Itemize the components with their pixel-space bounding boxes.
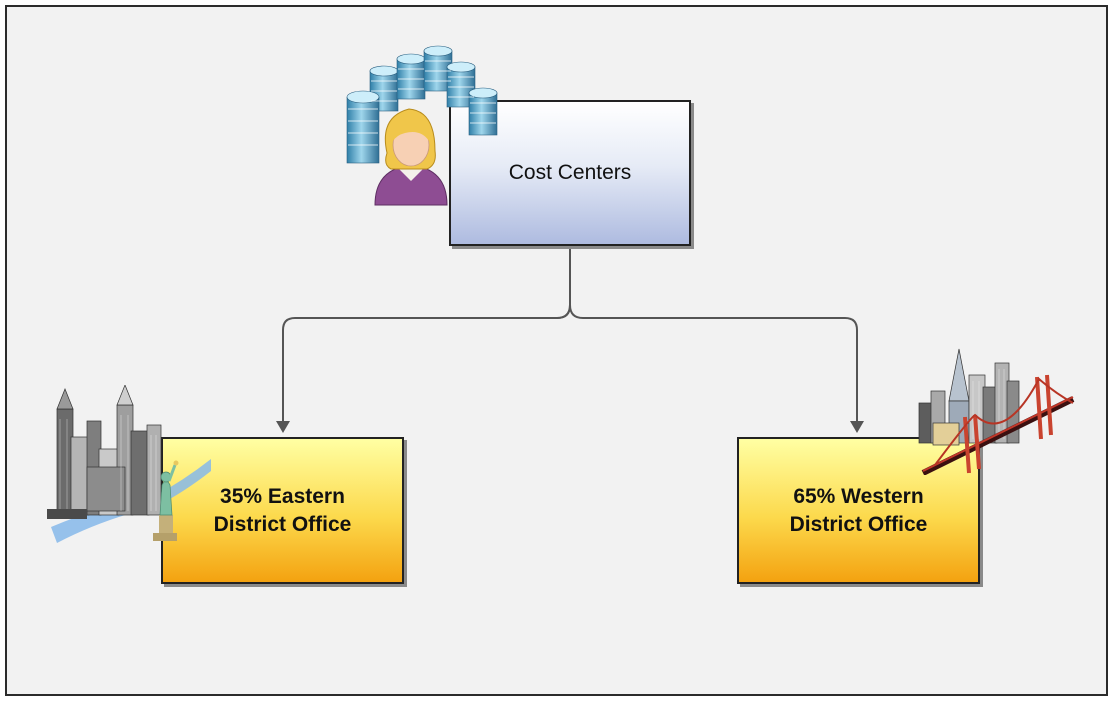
connector-lines (276, 248, 864, 433)
connector-to-western (569, 304, 864, 433)
new-york-skyline-icon (47, 385, 211, 543)
eastern-district-label: 35% Eastern District Office (213, 484, 352, 536)
diagram-canvas: Cost Centers 35% Eastern District Office… (5, 5, 1108, 696)
cost-centers-label: Cost Centers (508, 161, 632, 184)
western-district-label: 65% Western District Office (789, 484, 928, 536)
user-with-database-icon (346, 45, 498, 206)
connector-to-eastern (276, 304, 571, 433)
western-district-box[interactable]: 65% Western District Office (737, 437, 980, 584)
san-francisco-skyline-icon (918, 348, 1075, 475)
eastern-district-box[interactable]: 35% Eastern District Office (161, 437, 404, 584)
connector-root-stem (556, 248, 571, 319)
